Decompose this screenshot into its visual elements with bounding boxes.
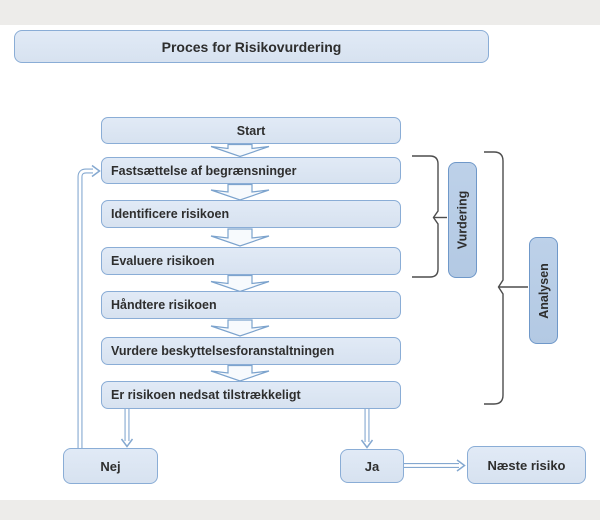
top-letterbox-strip [0,0,600,25]
yes-label: Ja [364,458,380,474]
loop-arrowhead [91,164,101,178]
block-arrow-down-6 [210,364,270,382]
group-label-vurdering: Vurdering [448,162,477,278]
step-label: Identificere risikoen [111,207,230,221]
step-label: Håndtere risikoen [111,298,217,312]
step-identificere: Identificere risikoen [101,200,401,228]
vurdering-bracket [412,155,439,278]
decision-no-node: Nej [63,448,158,484]
step-label: Er risikoen nedsat tilstrækkeligt [111,388,301,402]
block-arrow-down-2 [210,183,270,201]
step-label: Vurdere beskyttelsesforanstaltningen [111,344,335,358]
step-evaluere: Evaluere risikoen [101,247,401,275]
analysen-label: Analysen [536,262,551,319]
bottom-letterbox-strip [0,500,600,520]
next-risk-node: Næste risiko [467,446,586,484]
start-node: Start [101,117,401,144]
no-label: Nej [100,458,121,474]
step-vurdere-beskyttelse: Vurdere beskyttelsesforanstaltningen [101,337,401,365]
page-title: Proces for Risikovurdering [161,38,342,55]
analysen-bracket [484,151,504,405]
no-arrowhead [120,438,134,448]
step-label: Evaluere risikoen [111,254,215,268]
block-arrow-down-3 [210,228,270,247]
loop-connector-outline [77,168,93,450]
step-haandtere: Håndtere risikoen [101,291,401,319]
vurdering-label: Vurdering [455,190,470,250]
loop-connector-inner [78,169,93,450]
next-risk-label: Næste risiko [487,457,566,473]
next-arrowhead [456,459,466,472]
block-arrow-down-1 [210,143,270,158]
step-er-risikoen-nedsat: Er risikoen nedsat tilstrækkeligt [101,381,401,409]
decision-yes-node: Ja [340,449,404,483]
yes-arrowhead [360,439,374,449]
block-arrow-down-5 [210,319,270,337]
step-label: Fastsættelse af begrænsninger [111,163,297,178]
group-label-analysen: Analysen [529,237,558,344]
title-box: Proces for Risikovurdering [14,30,489,63]
start-label: Start [236,123,266,138]
block-arrow-down-4 [210,274,270,293]
step-fastsaettelse: Fastsættelse af begrænsninger [101,157,401,184]
